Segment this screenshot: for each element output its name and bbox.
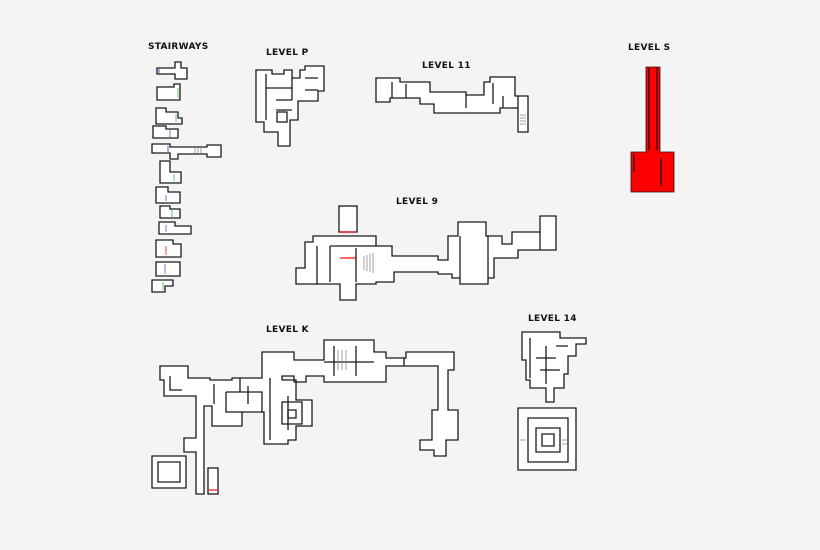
level-14-title: LEVEL 14: [528, 314, 577, 324]
stairway-10: [155, 239, 182, 258]
stairway-9: [158, 221, 192, 235]
level-9-map: [295, 205, 557, 301]
level-k-map: [151, 339, 459, 495]
level-s-map: [630, 66, 675, 193]
level-s-title: LEVEL S: [628, 43, 671, 53]
stairway-5: [151, 143, 222, 160]
level-14-map: [517, 331, 587, 471]
stairways-title: STAIRWAYS: [148, 42, 209, 52]
stairway-1: [156, 61, 188, 80]
level-11-map: [375, 76, 529, 133]
stairway-11: [155, 261, 181, 277]
stairway-8: [159, 205, 181, 219]
stairway-7: [155, 186, 181, 204]
level-11-title: LEVEL 11: [422, 61, 471, 71]
stairways-legend: [151, 61, 222, 293]
stairway-2: [156, 83, 181, 101]
level-9-title: LEVEL 9: [396, 197, 439, 207]
stairway-12: [151, 279, 174, 293]
stairway-6: [159, 160, 182, 184]
level-p-title: LEVEL P: [266, 48, 309, 58]
level-p-map: [255, 65, 325, 147]
stairway-3: [155, 107, 183, 125]
level-k-title: LEVEL K: [266, 325, 309, 335]
stairway-4: [152, 125, 179, 139]
